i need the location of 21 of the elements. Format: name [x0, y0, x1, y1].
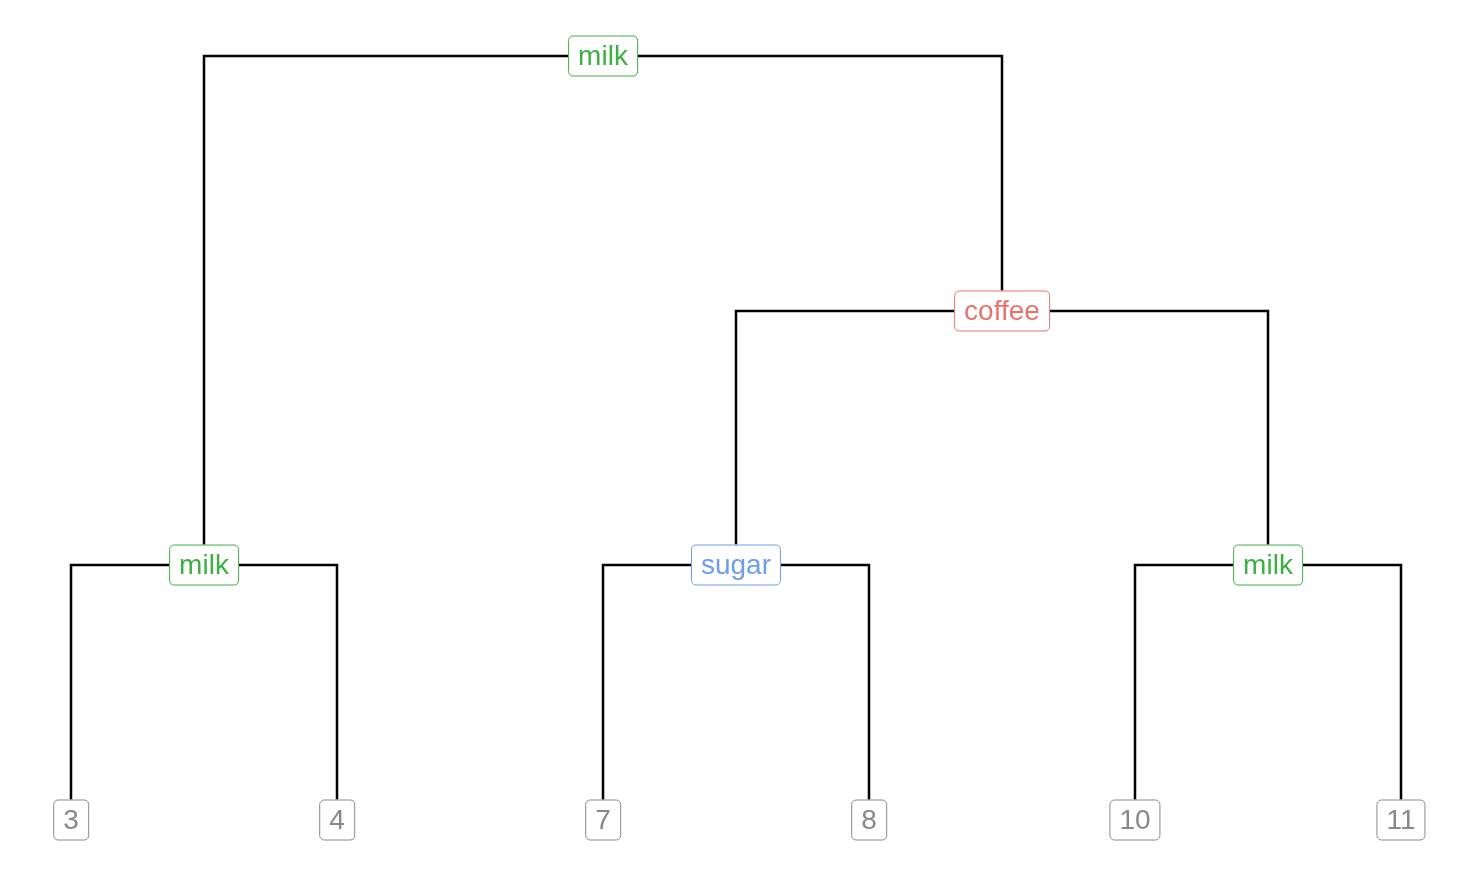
tree-branch: [601, 563, 691, 800]
split-node: sugar: [691, 544, 781, 586]
tree-branch: [637, 54, 1004, 291]
tree-branch: [1049, 309, 1270, 545]
leaf-node: 11: [1376, 799, 1426, 841]
leaf-node: 8: [851, 799, 887, 841]
split-node: milk: [169, 544, 239, 586]
tree-branch: [202, 54, 569, 545]
tree-branch: [1133, 563, 1234, 800]
split-node: milk: [1233, 544, 1303, 586]
leaf-node: 7: [585, 799, 621, 841]
split-node: coffee: [954, 290, 1050, 332]
leaf-node: 3: [53, 799, 89, 841]
tree-branch: [238, 563, 339, 800]
tree-branch: [69, 563, 170, 800]
tree-branch: [734, 309, 955, 545]
leaf-node: 10: [1109, 799, 1161, 841]
split-node: milk: [568, 35, 638, 77]
tree-branch: [781, 563, 871, 800]
leaf-node: 4: [319, 799, 355, 841]
tree-branch: [1302, 563, 1403, 800]
